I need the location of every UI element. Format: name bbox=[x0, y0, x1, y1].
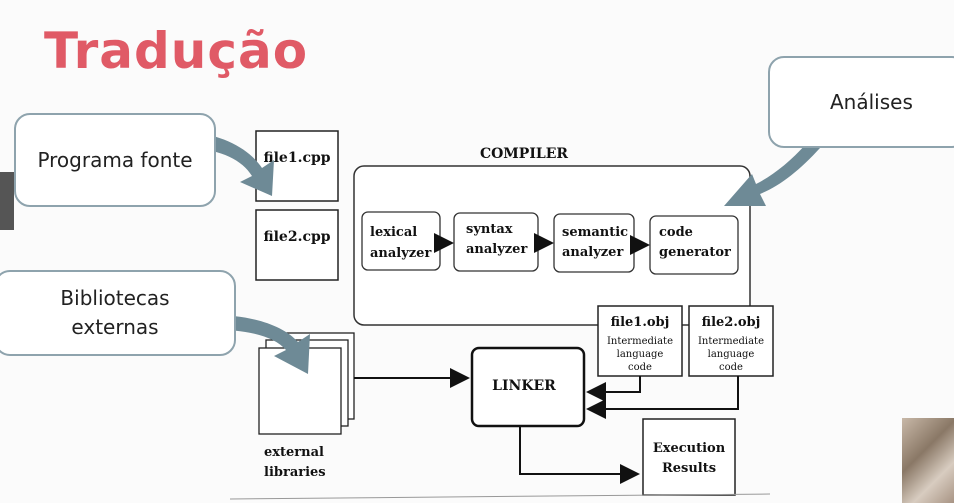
source-file-label: file2.cpp bbox=[263, 229, 330, 245]
obj-file-box bbox=[597, 305, 683, 377]
ext-libs-label: external bbox=[264, 445, 324, 460]
execution-results-label: Results bbox=[662, 461, 716, 476]
callout-text: Programa fonte bbox=[37, 147, 193, 172]
ext-libs-label: libraries bbox=[264, 465, 326, 480]
callout-bibliotecas-externas: Bibliotecas externas bbox=[0, 270, 236, 356]
callout-programa-fonte: Programa fonte bbox=[14, 113, 216, 207]
stage-box bbox=[553, 213, 635, 273]
obj-file-name: file1.obj bbox=[611, 315, 670, 330]
compiler-label: COMPILER bbox=[480, 146, 568, 162]
obj-file-desc: code bbox=[719, 362, 743, 373]
obj-file-desc: code bbox=[628, 362, 652, 373]
callout-text: Análises bbox=[830, 89, 913, 114]
callout-analises: Análises bbox=[768, 56, 954, 148]
obj-file-desc: Intermediate bbox=[698, 336, 764, 347]
flow-arrow bbox=[586, 376, 641, 402]
stage-label: code bbox=[659, 225, 693, 240]
stage-label: analyzer bbox=[466, 242, 527, 257]
stage-label: analyzer bbox=[370, 246, 431, 261]
linker-box bbox=[470, 346, 586, 428]
stage-box bbox=[361, 211, 441, 271]
execution-results-label: Execution bbox=[653, 441, 726, 456]
obj-file-name: file2.obj bbox=[702, 315, 761, 330]
obj-file-desc: language bbox=[617, 349, 664, 360]
callout-text: Bibliotecas bbox=[60, 286, 170, 310]
stage-label: generator bbox=[659, 245, 731, 260]
curved-arrow bbox=[724, 144, 820, 206]
flow-arrow bbox=[519, 426, 640, 484]
obj-file-desc: language bbox=[708, 349, 755, 360]
obj-file-box bbox=[688, 305, 774, 377]
source-file-label: file1.cpp bbox=[263, 150, 330, 166]
stage-label: lexical bbox=[370, 225, 417, 240]
stage-label: semantic bbox=[562, 225, 628, 240]
flow-arrow bbox=[586, 376, 739, 419]
callout-text: externas bbox=[71, 315, 159, 339]
source-file-box bbox=[255, 209, 339, 281]
edge-decoration bbox=[0, 172, 14, 230]
linker-label: LINKER bbox=[492, 378, 556, 394]
slide-baseline bbox=[229, 493, 771, 500]
stage-label: syntax bbox=[466, 222, 513, 237]
blurred-thumbnail bbox=[902, 418, 954, 503]
stage-label: analyzer bbox=[562, 245, 623, 260]
obj-file-desc: Intermediate bbox=[607, 336, 673, 347]
stage-box bbox=[649, 215, 739, 275]
execution-results-box bbox=[642, 418, 736, 496]
page-title: Tradução bbox=[44, 22, 309, 80]
